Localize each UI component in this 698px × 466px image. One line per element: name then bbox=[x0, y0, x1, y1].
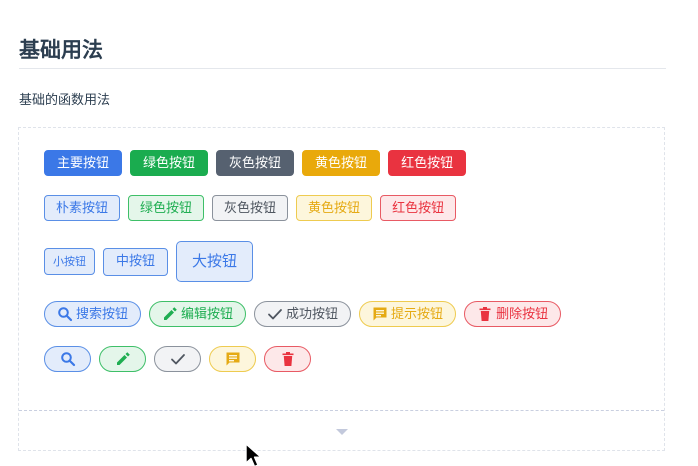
page-title: 基础用法 bbox=[19, 38, 103, 62]
edit-button-label: 编辑按钮 bbox=[181, 306, 234, 322]
edit-icon bbox=[115, 351, 131, 367]
plain-primary-button[interactable]: 朴素按钮 bbox=[44, 195, 121, 221]
demo-expand-bar[interactable] bbox=[19, 410, 664, 450]
search-button[interactable]: 搜索按钮 bbox=[44, 301, 142, 327]
large-button[interactable]: 大按钮 bbox=[176, 241, 254, 282]
edit-icon-button[interactable] bbox=[99, 346, 146, 372]
search-button-label: 搜索按钮 bbox=[76, 306, 129, 322]
search-icon bbox=[57, 306, 73, 322]
message-icon bbox=[372, 306, 388, 322]
success-button[interactable]: 绿色按钮 bbox=[130, 150, 209, 176]
success-icon-button-label: 成功按钮 bbox=[286, 306, 339, 322]
plain-warning-button[interactable]: 黄色按钮 bbox=[296, 195, 373, 221]
tip-button-label: 提示按钮 bbox=[391, 306, 444, 322]
warning-button[interactable]: 黄色按钮 bbox=[302, 150, 381, 176]
check-icon bbox=[170, 351, 186, 367]
delete-icon bbox=[477, 306, 493, 322]
mouse-cursor-icon bbox=[245, 443, 262, 466]
edit-button[interactable]: 编辑按钮 bbox=[149, 301, 247, 327]
primary-button[interactable]: 主要按钮 bbox=[44, 150, 123, 176]
message-icon-button[interactable] bbox=[209, 346, 256, 372]
delete-button[interactable]: 删除按钮 bbox=[464, 301, 562, 327]
icon-only-button-row bbox=[44, 346, 311, 372]
title-divider bbox=[19, 68, 666, 69]
icon-button-row: 搜索按钮 编辑按钮 成功按钮 提示按钮 删除按钮 bbox=[44, 301, 562, 327]
message-icon bbox=[225, 351, 241, 367]
solid-button-row: 主要按钮 绿色按钮 灰色按钮 黄色按钮 红色按钮 bbox=[44, 150, 467, 176]
medium-button[interactable]: 中按钮 bbox=[103, 247, 169, 276]
info-button[interactable]: 灰色按钮 bbox=[216, 150, 295, 176]
check-icon bbox=[267, 306, 283, 322]
edit-icon bbox=[162, 306, 178, 322]
caret-down-icon[interactable] bbox=[336, 429, 348, 435]
plain-info-button[interactable]: 灰色按钮 bbox=[212, 195, 289, 221]
search-icon-button[interactable] bbox=[44, 346, 91, 372]
tip-button[interactable]: 提示按钮 bbox=[359, 301, 457, 327]
search-icon bbox=[60, 351, 76, 367]
delete-icon-button[interactable] bbox=[264, 346, 311, 372]
size-button-row: 小按钮 中按钮 大按钮 bbox=[44, 241, 254, 282]
plain-danger-button[interactable]: 红色按钮 bbox=[380, 195, 457, 221]
plain-button-row: 朴素按钮 绿色按钮 灰色按钮 黄色按钮 红色按钮 bbox=[44, 195, 457, 221]
section-description: 基础的函数用法 bbox=[19, 93, 111, 108]
delete-button-label: 删除按钮 bbox=[496, 306, 549, 322]
danger-button[interactable]: 红色按钮 bbox=[388, 150, 467, 176]
success-icon-button[interactable]: 成功按钮 bbox=[254, 301, 352, 327]
demo-block: 主要按钮 绿色按钮 灰色按钮 黄色按钮 红色按钮 朴素按钮 绿色按钮 灰色按钮 … bbox=[18, 127, 665, 451]
small-button[interactable]: 小按钮 bbox=[44, 248, 95, 275]
delete-icon bbox=[280, 351, 296, 367]
plain-success-button[interactable]: 绿色按钮 bbox=[128, 195, 205, 221]
check-icon-button[interactable] bbox=[154, 346, 201, 372]
